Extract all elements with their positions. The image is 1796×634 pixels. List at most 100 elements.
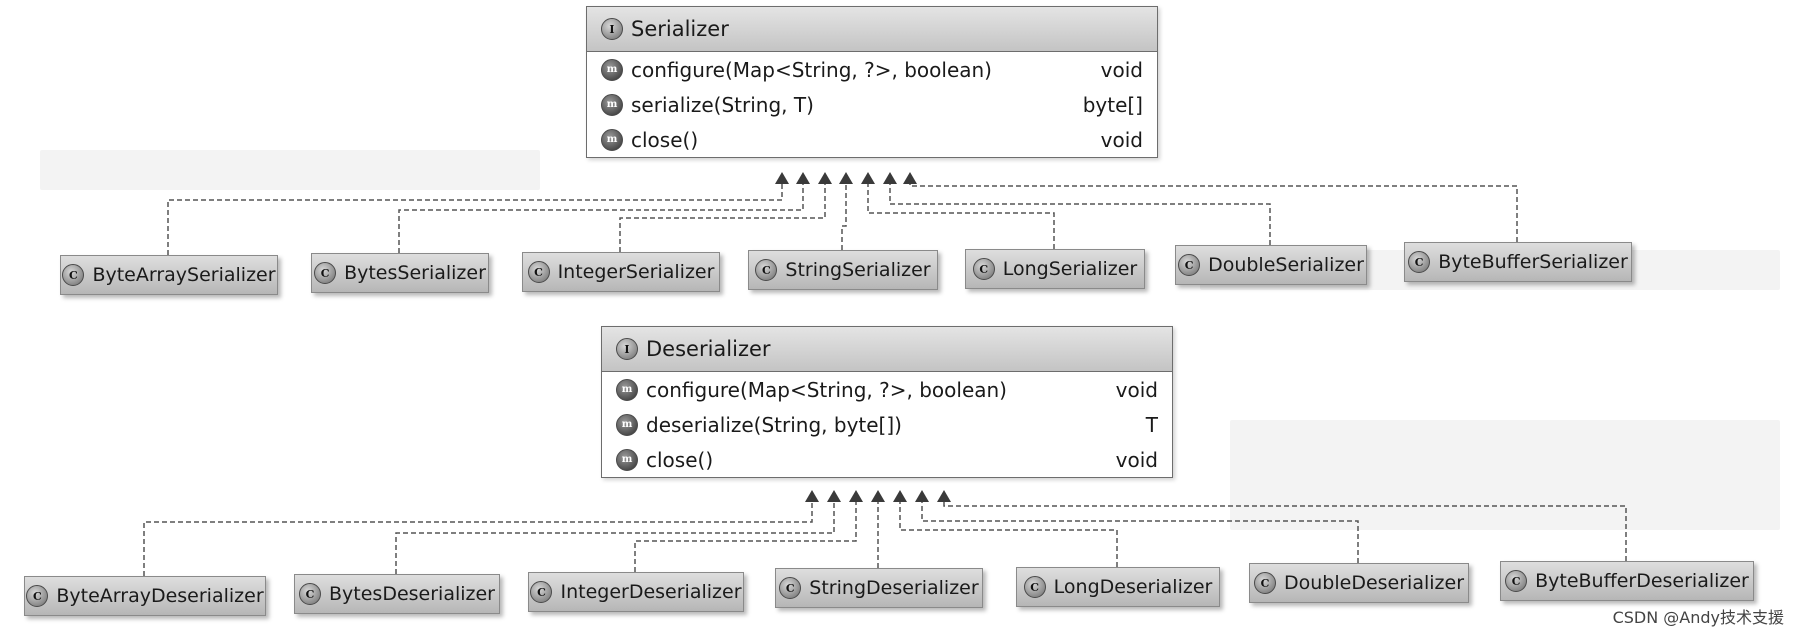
class-icon: C (1023, 576, 1046, 598)
class-integer-deserializer[interactable]: C IntegerDeserializer (528, 572, 744, 612)
class-byte-buffer-deserializer[interactable]: C ByteBufferDeserializer (1500, 561, 1754, 601)
method-signature: serialize(String, T) (631, 92, 814, 117)
class-icon: C (530, 581, 553, 603)
class-double-deserializer[interactable]: C DoubleDeserializer (1249, 563, 1469, 603)
method-signature: configure(Map<String, ?>, boolean) (646, 377, 1007, 402)
method-signature: deserialize(String, byte[]) (646, 412, 902, 437)
inheritance-link (909, 184, 1518, 242)
class-icon: C (26, 585, 49, 607)
class-string-deserializer[interactable]: C StringDeserializer (775, 568, 983, 608)
inheritance-link (395, 502, 835, 574)
class-name: ByteBufferSerializer (1438, 251, 1628, 273)
method-icon: m (601, 93, 623, 116)
serializer-header: I Serializer (587, 7, 1157, 52)
class-icon: C (314, 262, 337, 284)
inheritance-arrowhead (861, 172, 875, 184)
serializer-interface[interactable]: I Serializer m configure(Map<String, ?>,… (586, 6, 1158, 158)
inheritance-link (143, 502, 813, 576)
class-string-serializer[interactable]: C StringSerializer (748, 250, 938, 290)
class-double-serializer[interactable]: C DoubleSerializer (1175, 245, 1367, 285)
background-ghost (40, 150, 540, 190)
inheritance-arrowhead (937, 490, 951, 502)
inheritance-link (398, 184, 804, 253)
class-icon: C (299, 583, 321, 605)
method-row[interactable]: m configure(Map<String, ?>, boolean) voi… (602, 372, 1172, 407)
deserializer-interface[interactable]: I Deserializer m configure(Map<String, ?… (601, 326, 1173, 478)
method-return: T (1145, 412, 1158, 437)
inheritance-arrowhead (796, 172, 810, 184)
class-long-deserializer[interactable]: C LongDeserializer (1016, 567, 1220, 607)
class-name: DoubleDeserializer (1284, 572, 1464, 594)
class-byte-array-deserializer[interactable]: C ByteArrayDeserializer (24, 576, 266, 616)
class-icon: C (1178, 254, 1201, 276)
class-byte-buffer-serializer[interactable]: C ByteBufferSerializer (1404, 242, 1632, 282)
class-name: IntegerSerializer (557, 261, 715, 283)
class-name: ByteArraySerializer (92, 264, 276, 286)
inheritance-link (867, 184, 1055, 249)
class-bytes-deserializer[interactable]: C BytesDeserializer (294, 574, 500, 614)
method-return: void (1115, 447, 1158, 472)
serializer-name: Serializer (631, 17, 729, 41)
inheritance-arrowhead (871, 490, 885, 502)
method-row[interactable]: m deserialize(String, byte[]) T (602, 407, 1172, 442)
method-return: void (1115, 377, 1158, 402)
interface-icon: I (616, 338, 638, 360)
background-ghost (1230, 420, 1780, 530)
inheritance-arrowhead (893, 490, 907, 502)
class-name: IntegerDeserializer (560, 581, 742, 603)
class-icon: C (779, 577, 802, 599)
class-icon: C (755, 259, 778, 281)
inheritance-arrowhead (849, 490, 863, 502)
method-return: void (1100, 127, 1143, 152)
class-name: ByteArrayDeserializer (56, 585, 264, 607)
class-icon: C (527, 261, 550, 283)
deserializer-header: I Deserializer (602, 327, 1172, 372)
inheritance-link (841, 184, 847, 250)
inheritance-arrowhead (775, 172, 789, 184)
inheritance-link (921, 502, 1359, 563)
inheritance-arrowhead (827, 490, 841, 502)
method-return: byte[] (1082, 92, 1143, 117)
method-row[interactable]: m close() void (602, 442, 1172, 477)
inheritance-arrowhead (839, 172, 853, 184)
method-row[interactable]: m serialize(String, T) byte[] (587, 87, 1157, 122)
class-icon: C (972, 258, 995, 280)
inheritance-link (634, 502, 857, 572)
inheritance-link (943, 502, 1627, 561)
inheritance-link (619, 184, 826, 252)
method-signature: close() (646, 447, 714, 472)
inheritance-link (167, 184, 783, 255)
class-bytes-serializer[interactable]: C BytesSerializer (311, 253, 489, 293)
class-name: DoubleSerializer (1208, 254, 1364, 276)
interface-icon: I (601, 18, 623, 40)
inheritance-arrowhead (915, 490, 929, 502)
class-integer-serializer[interactable]: C IntegerSerializer (522, 252, 720, 292)
class-name: BytesDeserializer (329, 583, 495, 605)
class-icon: C (1505, 570, 1528, 592)
deserializer-name: Deserializer (646, 337, 771, 361)
class-name: LongDeserializer (1053, 576, 1213, 598)
method-icon: m (616, 448, 638, 471)
class-icon: C (1254, 572, 1276, 594)
class-name: StringDeserializer (809, 577, 979, 599)
class-long-serializer[interactable]: C LongSerializer (965, 249, 1145, 289)
method-row[interactable]: m close() void (587, 122, 1157, 157)
inheritance-arrowhead (805, 490, 819, 502)
class-name: StringSerializer (785, 259, 931, 281)
class-name: ByteBufferDeserializer (1535, 570, 1749, 592)
method-icon: m (616, 378, 638, 401)
method-signature: configure(Map<String, ?>, boolean) (631, 57, 992, 82)
class-byte-array-serializer[interactable]: C ByteArraySerializer (60, 255, 278, 295)
inheritance-link (899, 502, 1118, 567)
class-icon: C (62, 264, 85, 286)
method-icon: m (601, 58, 623, 81)
method-return: void (1100, 57, 1143, 82)
inheritance-arrowhead (903, 172, 917, 184)
class-icon: C (1408, 251, 1431, 273)
method-row[interactable]: m configure(Map<String, ?>, boolean) voi… (587, 52, 1157, 87)
inheritance-arrowhead (883, 172, 897, 184)
method-icon: m (616, 413, 638, 436)
method-signature: close() (631, 127, 699, 152)
class-name: LongSerializer (1002, 258, 1138, 280)
